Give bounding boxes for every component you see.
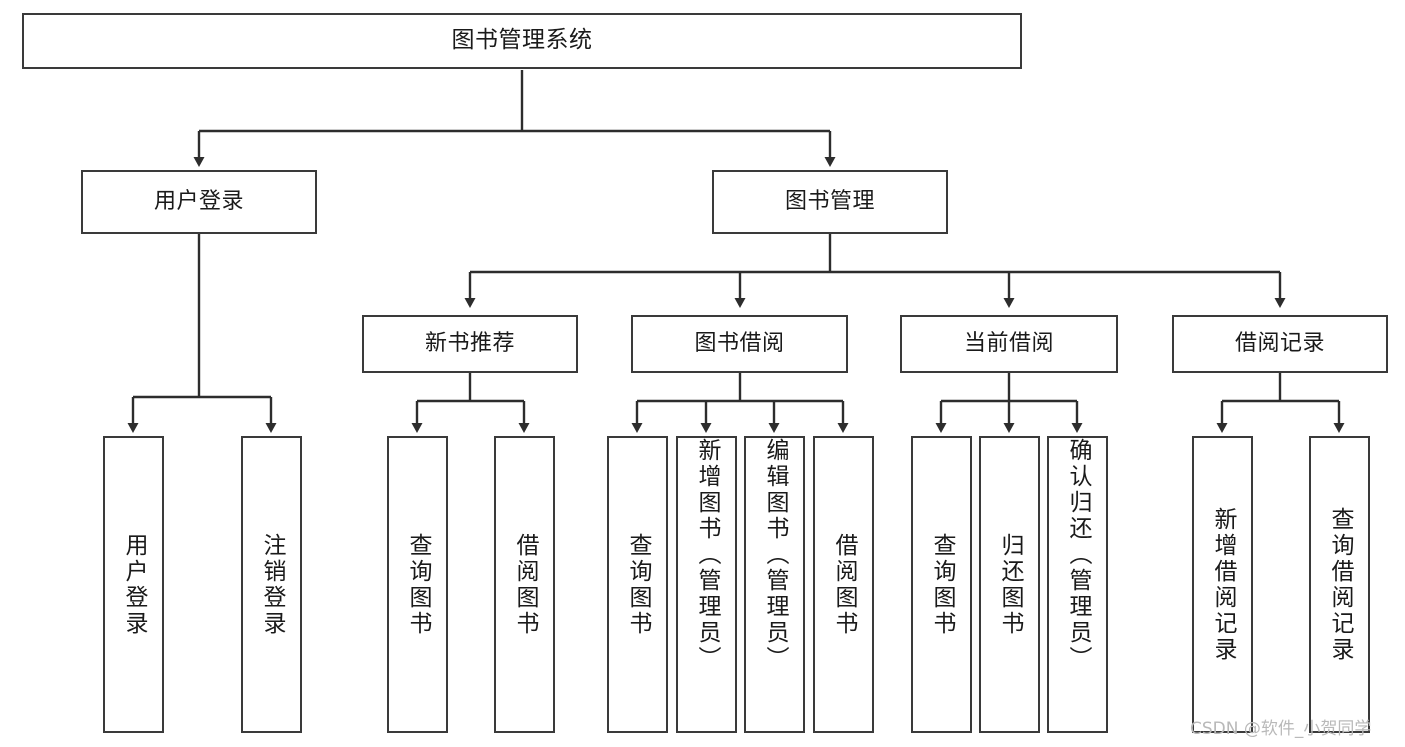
leaf-user-login-logout[interactable]: 注销登录: [241, 436, 302, 733]
csdn-watermark: CSDN @软件_小贺同学: [1190, 719, 1372, 739]
node-label: 图书借阅: [694, 331, 785, 357]
leaf-recommend-query-book[interactable]: 查询图书: [387, 436, 448, 733]
node-label: 图书管理: [784, 189, 875, 215]
node-user-login[interactable]: 用户登录: [81, 170, 317, 234]
leaf-recommend-borrow-book[interactable]: 借阅图书: [494, 436, 555, 733]
node-label: 借阅记录: [1234, 331, 1325, 357]
node-label: 查询借阅记录: [1327, 506, 1353, 663]
leaf-current-query-book[interactable]: 查询图书: [911, 436, 972, 733]
node-label: 查询图书: [625, 532, 651, 637]
node-label: 借阅图书: [831, 532, 857, 637]
leaf-borrow-query-book[interactable]: 查询图书: [607, 436, 668, 733]
leaf-borrow-edit-book-admin[interactable]: 编辑图书（管理员）: [744, 436, 805, 733]
node-label: 确认归还（管理员）: [1065, 438, 1091, 672]
node-label: 归还图书: [997, 532, 1023, 637]
node-root-system[interactable]: 图书管理系统: [22, 13, 1022, 69]
leaf-borrow-add-book-admin[interactable]: 新增图书（管理员）: [676, 436, 737, 733]
node-label: 查询图书: [929, 532, 955, 637]
leaf-record-query-record[interactable]: 查询借阅记录: [1309, 436, 1370, 733]
node-label: 借阅图书: [512, 532, 538, 637]
node-current-borrow[interactable]: 当前借阅: [900, 315, 1118, 373]
node-label: 新增图书（管理员）: [694, 438, 720, 672]
node-book-management[interactable]: 图书管理: [712, 170, 948, 234]
node-label: 编辑图书（管理员）: [762, 438, 788, 672]
leaf-user-login-login[interactable]: 用户登录: [103, 436, 164, 733]
node-label: 图书管理系统: [451, 27, 593, 54]
node-new-book-recommend[interactable]: 新书推荐: [362, 315, 578, 373]
leaf-borrow-borrow-book[interactable]: 借阅图书: [813, 436, 874, 733]
node-borrow-record[interactable]: 借阅记录: [1172, 315, 1388, 373]
leaf-current-return-book[interactable]: 归还图书: [979, 436, 1040, 733]
leaf-current-confirm-return-admin[interactable]: 确认归还（管理员）: [1047, 436, 1108, 733]
node-book-borrow[interactable]: 图书借阅: [631, 315, 848, 373]
leaf-record-add-record[interactable]: 新增借阅记录: [1192, 436, 1253, 733]
node-label: 新书推荐: [424, 331, 515, 357]
node-label: 新增借阅记录: [1210, 506, 1236, 663]
node-label: 注销登录: [259, 532, 285, 637]
node-label: 查询图书: [405, 532, 431, 637]
node-label: 用户登录: [121, 532, 147, 637]
node-label: 用户登录: [153, 189, 244, 215]
node-label: 当前借阅: [963, 331, 1054, 357]
